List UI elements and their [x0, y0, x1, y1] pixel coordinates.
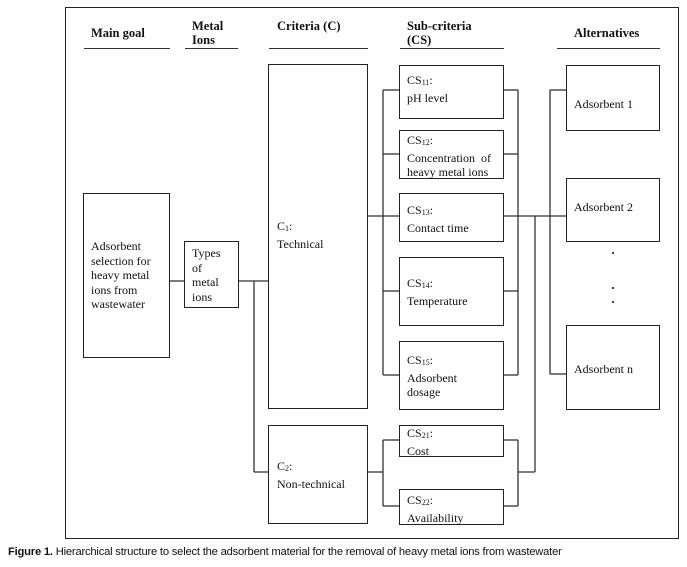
- subcriteria-code: CS12:: [407, 133, 434, 147]
- subcriteria-code: CS14:: [407, 276, 434, 290]
- alternative-box-2: Adsorbent 2: [566, 178, 660, 242]
- alternative-box-1: Adsorbent 1: [566, 65, 660, 131]
- header-underline: [185, 48, 238, 49]
- diagram-frame: [65, 7, 679, 539]
- criteria-label: C2: Non-technical: [277, 459, 345, 491]
- header-underline: [269, 48, 368, 49]
- subcriteria-name: dosage: [407, 385, 441, 399]
- ellipsis-dot: [612, 252, 614, 254]
- figure-caption: Figure 1. Hierarchical structure to sele…: [8, 546, 562, 558]
- text-line: ions: [192, 289, 213, 304]
- subcriteria-box-cs14: CS14: Temperature: [399, 257, 504, 326]
- subcriteria-box-cs13: CS13: Contact time: [399, 193, 504, 242]
- text-line: Types: [192, 246, 221, 260]
- criteria-name: Technical: [277, 236, 324, 251]
- header-subcriteria-line2: (CS): [407, 33, 432, 47]
- text-line: wastewater: [91, 297, 145, 311]
- subcriteria-name: Availability: [407, 510, 464, 525]
- subcriteria-box-cs21: CS21: Cost: [399, 425, 504, 458]
- header-criteria: Criteria (C): [277, 19, 341, 33]
- alternative-label: Adsorbent 2: [574, 200, 633, 214]
- text-line: Adsorbent: [91, 239, 141, 253]
- alternative-label: Adsorbent n: [574, 362, 633, 376]
- header-main-goal: Main goal: [91, 26, 145, 40]
- text-line: heavy metal: [91, 268, 150, 282]
- header-subcriteria: Sub-criteria (CS): [407, 19, 472, 47]
- subcriteria-name: Concentration of: [407, 150, 491, 165]
- subcriteria-label: CS13: Contact time: [407, 203, 469, 235]
- criteria-label: C1: Technical: [277, 219, 324, 251]
- header-metal-ions: Metal Ions: [192, 19, 223, 47]
- text-line: ions from: [91, 282, 138, 297]
- caption-text: Hierarchical structure to select the ads…: [52, 546, 562, 558]
- criteria-box-c2: C2: Non-technical: [268, 425, 368, 524]
- criteria-box-c1: C1: Technical: [268, 64, 368, 409]
- text-line: selection for: [91, 253, 151, 268]
- subcriteria-code: CS22:: [407, 493, 434, 507]
- subcriteria-code: CS15:: [407, 353, 434, 367]
- subcriteria-label: CS14: Temperature: [407, 276, 467, 308]
- header-underline: [557, 48, 660, 49]
- subcriteria-name: Cost: [407, 443, 430, 458]
- ellipsis-dot: [612, 301, 614, 303]
- alternative-label: Adsorbent 1: [574, 97, 633, 111]
- subcriteria-name: heavy metal ions: [407, 165, 489, 179]
- subcriteria-label: CS22: Availability: [407, 493, 463, 525]
- subcriteria-code: CS13:: [407, 203, 434, 217]
- header-metal-ions-line1: Metal: [192, 19, 224, 33]
- header-underline: [400, 48, 504, 49]
- ellipsis-dot: [612, 287, 614, 289]
- header-underline: [84, 48, 170, 49]
- alternative-box-n: Adsorbent n: [566, 325, 660, 410]
- subcriteria-code: CS11:: [407, 73, 433, 87]
- caption-label: Figure 1.: [8, 546, 53, 558]
- text-line: of: [192, 260, 202, 275]
- header-metal-ions-line2: Ions: [192, 33, 215, 47]
- subcriteria-box-cs22: CS22: Availability: [399, 489, 504, 525]
- subcriteria-name: Adsorbent: [407, 370, 457, 385]
- text-line: metal: [192, 275, 219, 289]
- subcriteria-box-cs11: CS11: pH level: [399, 65, 504, 119]
- subcriteria-label: CS21: Cost: [407, 426, 433, 458]
- subcriteria-name: Contact time: [407, 220, 469, 235]
- header-subcriteria-line1: Sub-criteria: [407, 19, 472, 33]
- subcriteria-code: CS21:: [407, 426, 434, 440]
- subcriteria-label: CS11: pH level: [407, 73, 448, 105]
- subcriteria-name: pH level: [407, 90, 448, 105]
- subcriteria-name: Temperature: [407, 293, 468, 308]
- header-alternatives: Alternatives: [574, 26, 640, 40]
- criteria-name: Non-technical: [277, 476, 345, 491]
